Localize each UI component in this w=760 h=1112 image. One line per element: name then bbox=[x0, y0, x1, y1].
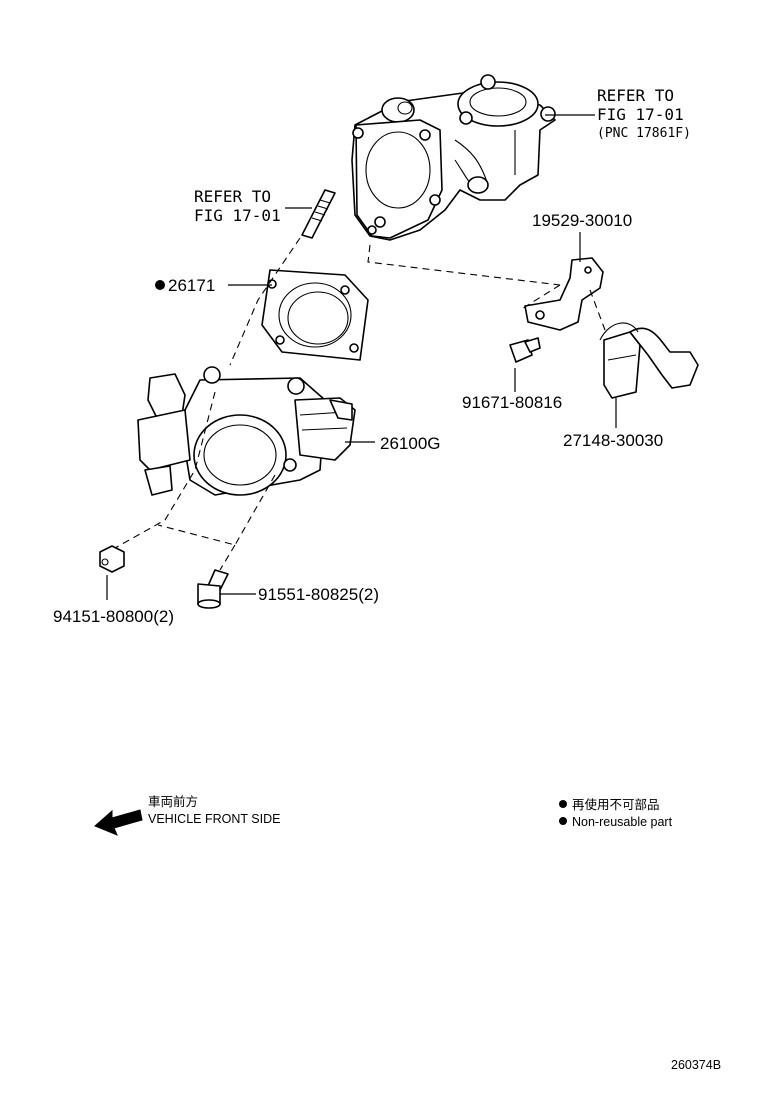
bolt bbox=[197, 569, 229, 609]
sensor bbox=[599, 322, 699, 399]
front-side-jp: 車両前方 bbox=[148, 794, 198, 809]
legend-bullet-1 bbox=[559, 800, 567, 808]
non-reusable-marker bbox=[155, 280, 165, 290]
bracket-bolt bbox=[509, 337, 541, 363]
figure-id: 260374B bbox=[671, 1058, 721, 1072]
stud-bolt bbox=[301, 189, 336, 239]
refer-stud-line2: FIG 17-01 bbox=[194, 206, 281, 225]
legend-bullet-2 bbox=[559, 817, 567, 825]
refer-top-line1: REFER TO bbox=[597, 86, 674, 105]
front-arrow-icon bbox=[94, 809, 143, 836]
intake-housing bbox=[351, 74, 556, 241]
label-bolt: 91551-80825(2) bbox=[258, 585, 379, 604]
label-bracket-bolt: 91671-80816 bbox=[462, 393, 562, 412]
refer-top-line2: FIG 17-01 bbox=[597, 105, 684, 124]
nut bbox=[99, 545, 125, 573]
refer-stud-line1: REFER TO bbox=[194, 187, 271, 206]
legend-en: Non-reusable part bbox=[572, 815, 673, 829]
label-bracket: 19529-30010 bbox=[532, 211, 632, 230]
label-sensor: 27148-30030 bbox=[563, 431, 663, 450]
assembly-lines bbox=[114, 237, 606, 571]
refer-top-line3: (PNC 17861F) bbox=[597, 126, 691, 141]
front-side-en: VEHICLE FRONT SIDE bbox=[148, 812, 280, 826]
label-nut: 94151-80800(2) bbox=[53, 607, 174, 626]
legend-jp: 再使用不可部品 bbox=[572, 797, 660, 812]
bracket bbox=[524, 257, 604, 331]
gasket bbox=[261, 269, 369, 361]
leader-lines bbox=[106, 114, 617, 600]
label-throttle-body: 26100G bbox=[380, 434, 441, 453]
label-gasket: 26171 bbox=[168, 276, 215, 295]
throttle-body bbox=[137, 366, 356, 496]
